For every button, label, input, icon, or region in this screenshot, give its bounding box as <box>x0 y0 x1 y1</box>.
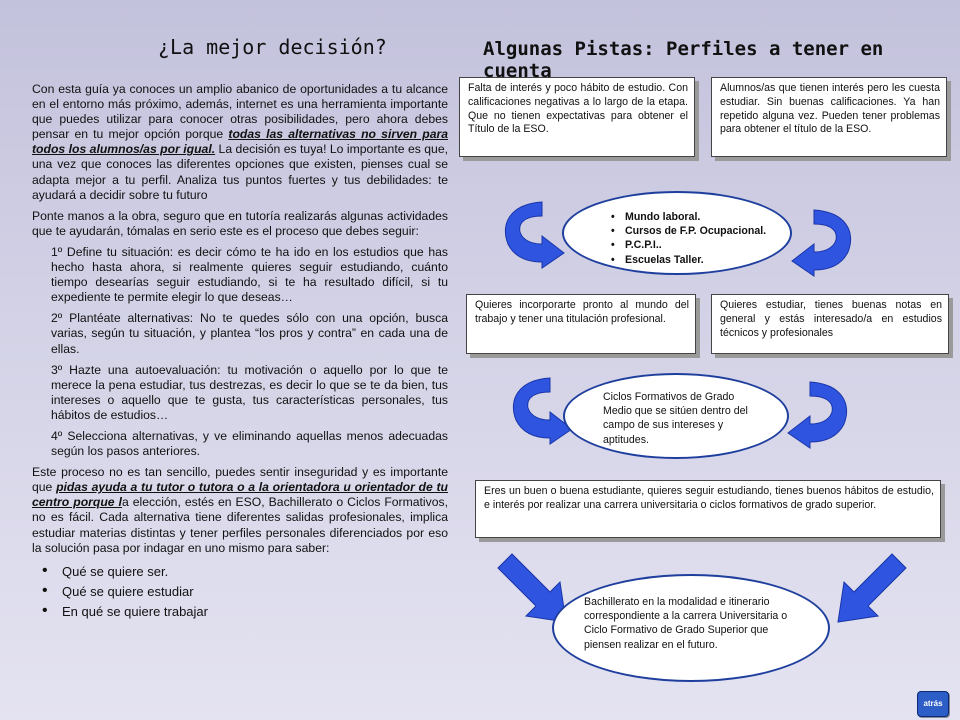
closing-text-end: a elección, estés en ESO, Bachillerato o… <box>32 495 448 555</box>
step-4: 4º Selecciona alternativas, y ve elimina… <box>51 428 448 459</box>
diagonal-arrow-left <box>497 553 567 623</box>
options-text-2: Ciclos Formativos de Grado Medio que se … <box>603 391 748 446</box>
profile-card-1: Falta de interés y poco hábito de estudi… <box>459 77 695 157</box>
list-item: P.C.P.I.. <box>610 238 790 252</box>
profile-card-3: Quieres incorporarte pronto al mundo del… <box>466 294 696 354</box>
diagonal-arrow-right <box>837 553 907 623</box>
intro-emphasis: todas las alternativas no sirven para to… <box>32 127 449 157</box>
profile-card-5: Eres un buen o buena estudiante, quieres… <box>475 480 941 538</box>
list-item: Qué se quiere ser. <box>40 561 448 582</box>
profile-card-4: Quieres estudiar, tienes buenas notas en… <box>711 294 949 354</box>
step-3: 3º Hazte una autoevaluación: tu motivaci… <box>51 362 448 422</box>
list-item: Qué se quiere estudiar <box>40 581 448 602</box>
options-oval-1: Mundo laboral. Cursos de F.P. Ocupaciona… <box>562 191 792 275</box>
left-title: ¿La mejor decisión? <box>158 35 387 59</box>
step-1: 1º Define tu situación: es decir cómo te… <box>51 244 448 305</box>
guide-text: Con esta guía ya conoces un amplio abani… <box>32 82 448 622</box>
curved-arrow-right-2 <box>787 381 848 449</box>
step-2: 2º Plantéate alternativas: No te quedes … <box>51 311 448 356</box>
list-item: En qué se quiere trabajar <box>40 601 448 622</box>
list-item: Cursos de F.P. Ocupacional. <box>610 224 790 238</box>
curved-arrow-left-1 <box>504 201 565 269</box>
options-list-1: Mundo laboral. Cursos de F.P. Ocupaciona… <box>610 210 790 267</box>
curved-arrow-right-1 <box>791 209 852 277</box>
closing-text: Este proceso no es tan sencillo, puedes … <box>32 465 448 495</box>
self-questions-list: Qué se quiere ser. Qué se quiere estudia… <box>40 561 448 622</box>
closing-emphasis: pidas ayuda a tu tutor o tutora o a la o… <box>32 480 448 510</box>
back-button[interactable]: atrás <box>917 691 949 717</box>
right-title: Algunas Pistas: Perfiles a tener en cuen… <box>483 38 884 82</box>
profile-card-2: Alumnos/as que tienen interés pero les c… <box>711 77 947 157</box>
intro-text: Con esta guía ya conoces un amplio abani… <box>32 82 448 142</box>
list-item: Escuelas Taller. <box>610 253 790 267</box>
options-oval-3: Bachillerato en la modalidad e itinerari… <box>552 574 830 682</box>
intro-paragraph: Con esta guía ya conoces un amplio abani… <box>32 82 448 203</box>
closing-paragraph: Este proceso no es tan sencillo, puedes … <box>32 465 448 556</box>
options-text-3: Bachillerato en la modalidad e itinerari… <box>584 596 788 651</box>
intro-text-end: La decisión es tuya! Lo importante es qu… <box>32 142 448 202</box>
list-item: Mundo laboral. <box>610 210 790 224</box>
options-oval-2: Ciclos Formativos de Grado Medio que se … <box>563 373 789 459</box>
process-intro: Ponte manos a la obra, seguro que en tut… <box>32 208 448 238</box>
